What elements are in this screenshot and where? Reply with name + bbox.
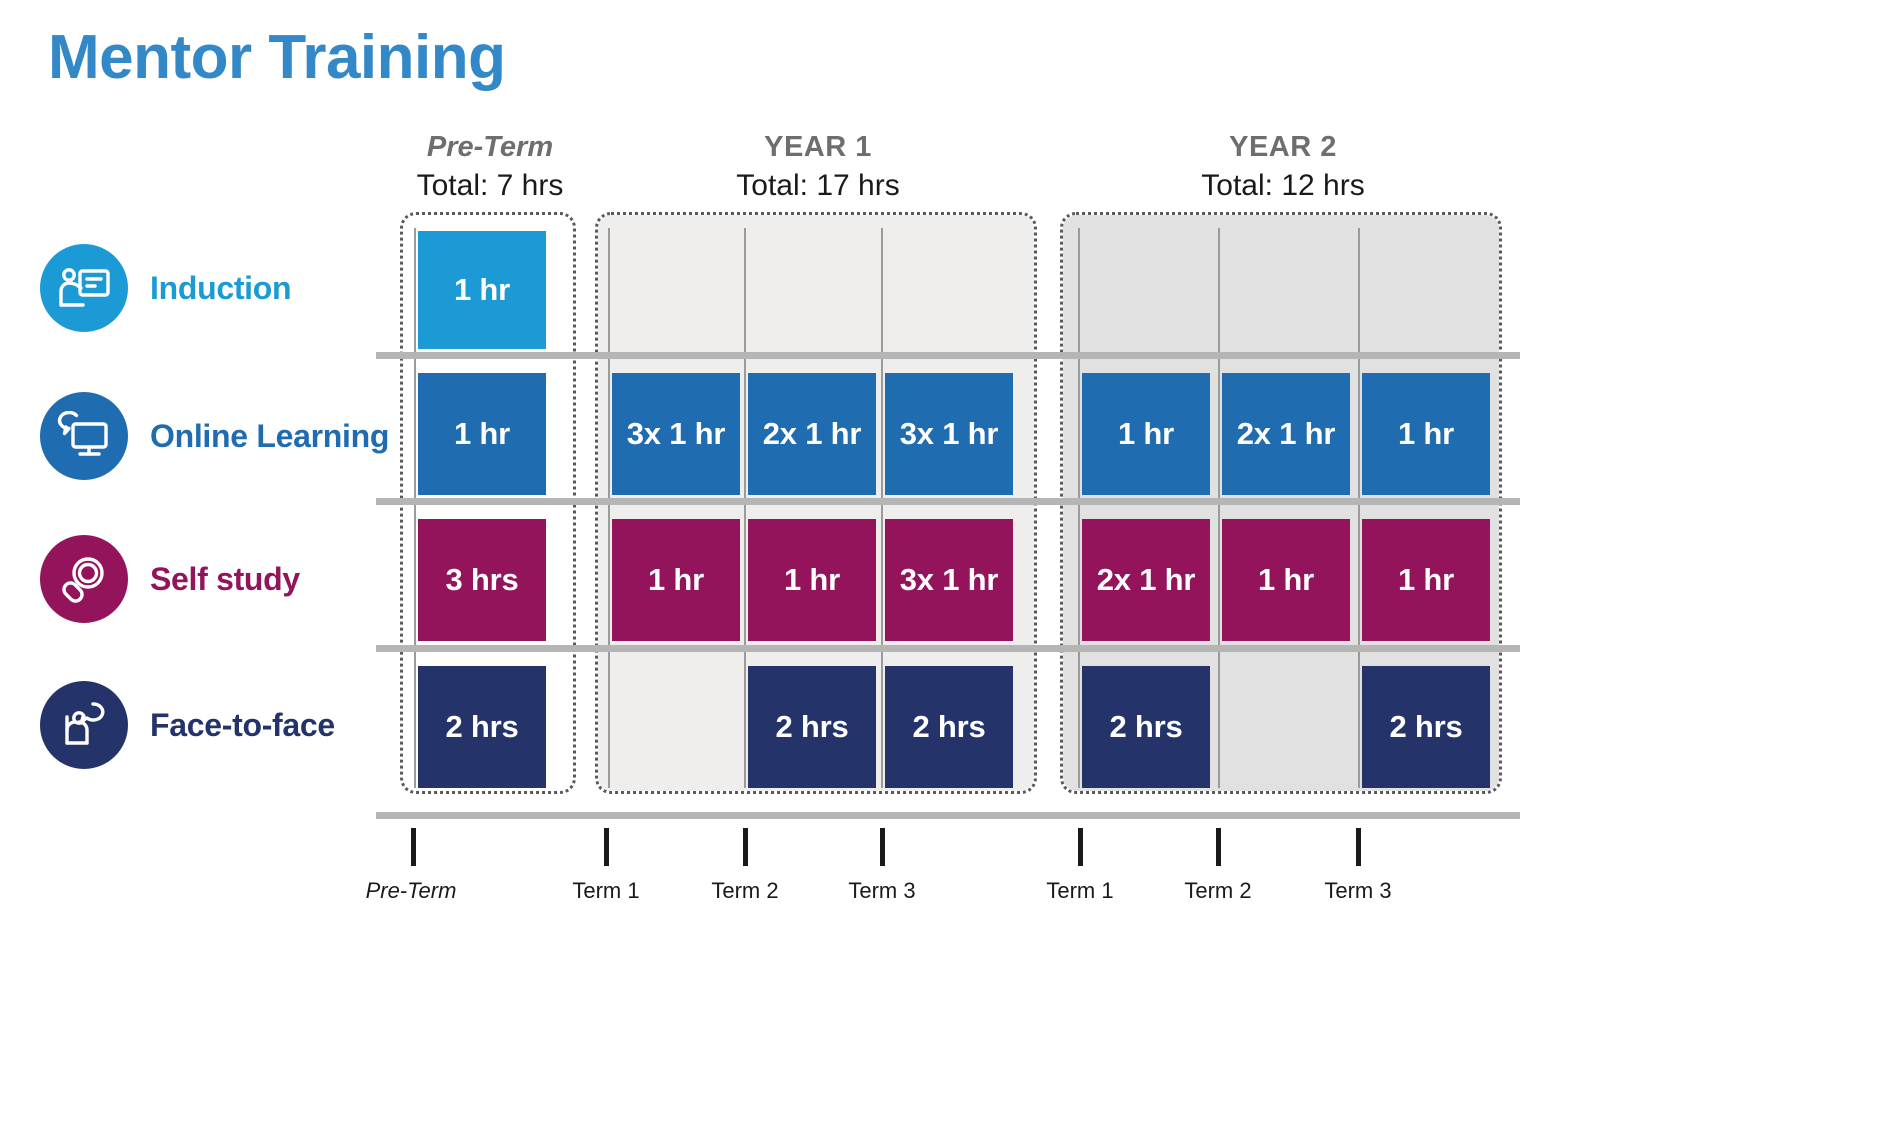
- column-separator: [608, 228, 610, 788]
- legend-item-online-learning[interactable]: Online Learning: [40, 388, 389, 484]
- period-total: Total: 17 hrs: [736, 169, 900, 202]
- cell-self-study-pre-term[interactable]: 3 hrs: [418, 519, 546, 641]
- cell-online-learning-y1-term-2[interactable]: 2x 1 hr: [748, 373, 876, 495]
- cell-face-to-face-y2-term-1[interactable]: 2 hrs: [1082, 666, 1210, 788]
- legend-label: Online Learning: [150, 417, 390, 454]
- page-title: Mentor Training: [48, 23, 506, 92]
- cell-online-learning-y2-term-3[interactable]: 1 hr: [1362, 373, 1490, 495]
- axis-tick-label: Pre-Term: [365, 878, 457, 903]
- cell-face-to-face-y1-term-2[interactable]: 2 hrs: [748, 666, 876, 788]
- cell-face-to-face-pre-term[interactable]: 2 hrs: [418, 666, 546, 788]
- axis-line: [376, 812, 1520, 819]
- axis-tick-label: Term 3: [848, 878, 916, 903]
- column-separator: [414, 228, 416, 788]
- column-separator: [881, 228, 883, 788]
- cell-self-study-y2-term-2[interactable]: 1 hr: [1222, 519, 1350, 641]
- axis-tick: [1216, 828, 1221, 866]
- cell-self-study-y1-term-2[interactable]: 1 hr: [748, 519, 876, 641]
- column-separator: [1358, 228, 1360, 788]
- period-name: YEAR 1: [764, 131, 872, 163]
- axis-tick: [880, 828, 885, 866]
- cell-self-study-y2-term-3[interactable]: 1 hr: [1362, 519, 1490, 641]
- period-total: Total: 12 hrs: [1201, 169, 1365, 202]
- cell-self-study-y1-term-1[interactable]: 1 hr: [612, 519, 740, 641]
- period-header-year-1: YEAR 1 Total: 17 hrs: [598, 128, 1038, 206]
- monitor-speech-bubble-icon: [40, 392, 128, 480]
- cell-induction-pre-term[interactable]: 1 hr: [418, 231, 546, 349]
- axis-tick: [743, 828, 748, 866]
- cell-self-study-y2-term-1[interactable]: 2x 1 hr: [1082, 519, 1210, 641]
- cell-online-learning-pre-term[interactable]: 1 hr: [418, 373, 546, 495]
- axis-tick-label: Term 1: [572, 878, 640, 903]
- column-separator: [1078, 228, 1080, 788]
- legend-item-face-to-face[interactable]: Face-to-face: [40, 677, 335, 773]
- cell-face-to-face-y1-term-3[interactable]: 2 hrs: [885, 666, 1013, 788]
- axis-tick-label: Term 2: [1184, 878, 1252, 903]
- period-header-year-2: YEAR 2 Total: 12 hrs: [1063, 128, 1503, 206]
- axis-tick: [604, 828, 609, 866]
- presenter-board-icon: [40, 244, 128, 332]
- period-name: Pre-Term: [426, 131, 554, 163]
- column-separator: [744, 228, 746, 788]
- person-speech-bubble-icon: [40, 681, 128, 769]
- axis-tick-label: Term 2: [711, 878, 779, 903]
- axis-tick-label: Term 1: [1046, 878, 1114, 903]
- cell-online-learning-y2-term-2[interactable]: 2x 1 hr: [1222, 373, 1350, 495]
- cell-online-learning-y1-term-3[interactable]: 3x 1 hr: [885, 373, 1013, 495]
- axis-tick-label: Term 3: [1324, 878, 1392, 903]
- period-total: Total: 7 hrs: [416, 169, 564, 202]
- legend-label: Face-to-face: [150, 706, 335, 743]
- cell-self-study-y1-term-3[interactable]: 3x 1 hr: [885, 519, 1013, 641]
- legend-item-self-study[interactable]: Self study: [40, 531, 300, 627]
- period-header-pre-term: Pre-Term Total: 7 hrs: [400, 128, 580, 206]
- row-divider: [376, 498, 1520, 505]
- row-divider: [376, 352, 1520, 359]
- legend-label: Induction: [150, 269, 292, 306]
- axis-tick: [411, 828, 416, 866]
- cell-online-learning-y1-term-1[interactable]: 3x 1 hr: [612, 373, 740, 495]
- magnifying-glass-icon: [40, 535, 128, 623]
- axis-tick: [1078, 828, 1083, 866]
- legend-item-induction[interactable]: Induction: [40, 240, 292, 336]
- column-separator: [1218, 228, 1220, 788]
- period-name: YEAR 2: [1229, 131, 1337, 163]
- legend-label: Self study: [150, 560, 300, 597]
- cell-face-to-face-y2-term-3[interactable]: 2 hrs: [1362, 666, 1490, 788]
- row-divider: [376, 645, 1520, 652]
- cell-online-learning-y2-term-1[interactable]: 1 hr: [1082, 373, 1210, 495]
- axis-tick: [1356, 828, 1361, 866]
